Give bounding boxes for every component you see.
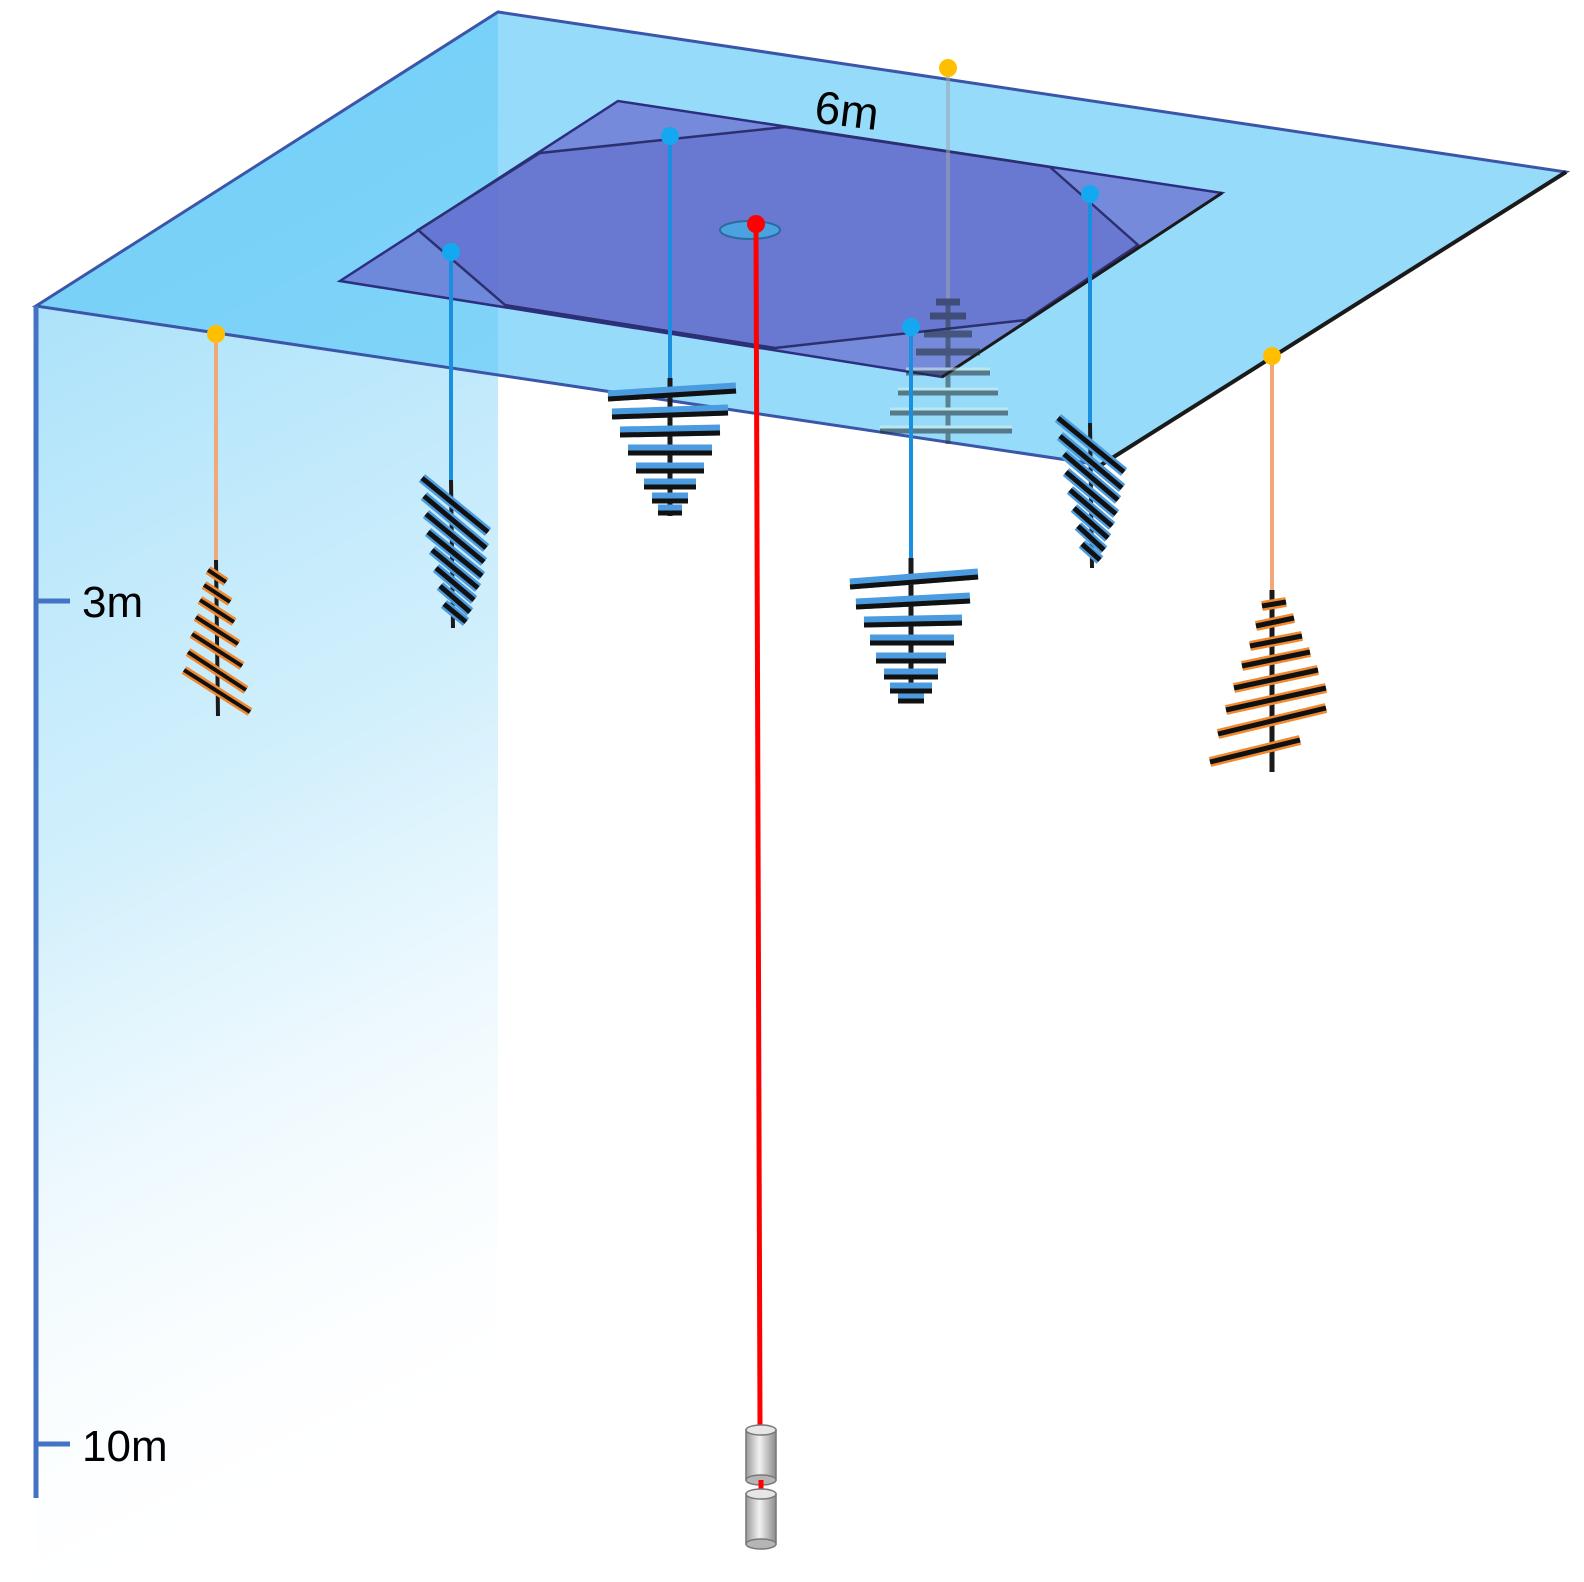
blue-antenna-3-dot <box>902 318 920 336</box>
water-column <box>36 12 498 1582</box>
array-octagon <box>415 125 1141 350</box>
orange-antenna-far-dot <box>939 59 957 77</box>
width-label: 6m <box>812 81 882 140</box>
orange-antenna-left-dot <box>207 325 225 343</box>
orange-antenna-right <box>1208 356 1328 772</box>
depth-label-3m: 3m <box>82 578 143 627</box>
orange-antenna-left <box>181 334 253 717</box>
blue-antenna-1-dot <box>442 243 460 261</box>
center-cable-dot <box>747 215 765 233</box>
orange-antenna-right-dot <box>1263 347 1281 365</box>
depth-label-10m: 10m <box>82 1422 168 1471</box>
center-cable <box>753 223 763 1426</box>
blue-antenna-3 <box>849 327 979 704</box>
blue-antenna-1 <box>418 252 492 629</box>
blue-antenna-2 <box>607 136 737 516</box>
cable-weights <box>745 1424 777 1550</box>
blue-antenna-4-dot <box>1081 185 1099 203</box>
blue-antenna-2-dot <box>661 127 679 145</box>
blue-antenna-4 <box>1054 194 1128 569</box>
